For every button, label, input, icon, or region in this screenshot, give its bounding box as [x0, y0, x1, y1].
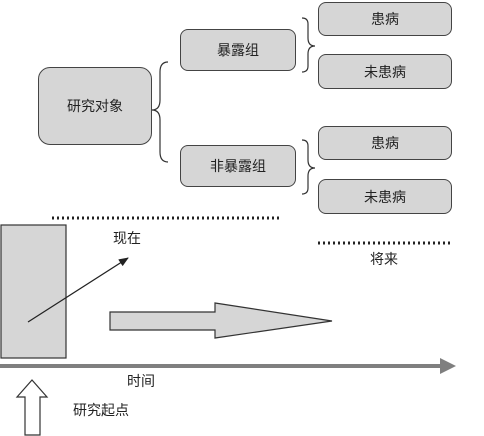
exposed-not-diseased-box: 未患病: [318, 54, 452, 89]
unexposed-diseased-box: 患病: [318, 126, 452, 160]
diagonal-arrow: [27, 257, 129, 323]
time-axis-arrowhead: [440, 358, 456, 374]
unexposed-not-diseased-box: 未患病: [318, 179, 452, 214]
exposed-diseased-label: 患病: [371, 12, 399, 28]
study-start-label: 研究起点: [73, 403, 129, 419]
unexposed-group-label: 非暴露组: [210, 159, 266, 175]
exposed-group-box: 暴露组: [180, 29, 296, 71]
brace-unexposed: [301, 139, 316, 195]
exposed-diseased-box: 患病: [318, 2, 452, 36]
forward-arrow: [109, 302, 333, 339]
research-subject-label: 研究对象: [67, 99, 123, 115]
research-subject-box: 研究对象: [38, 67, 152, 145]
unexposed-diseased-label: 患病: [371, 136, 399, 152]
unexposed-not-diseased-label: 未患病: [364, 189, 406, 206]
brace-exposed: [301, 17, 316, 73]
time-label: 时间: [127, 374, 155, 390]
start-up-arrow: [15, 379, 49, 436]
now-label: 现在: [113, 231, 141, 247]
exposed-not-diseased-label: 未患病: [364, 64, 406, 81]
brace-subject: [151, 61, 169, 163]
unexposed-group-box: 非暴露组: [180, 145, 296, 187]
start-block: [0, 224, 67, 359]
future-label: 将来: [370, 252, 398, 268]
exposed-group-label: 暴露组: [217, 43, 259, 59]
